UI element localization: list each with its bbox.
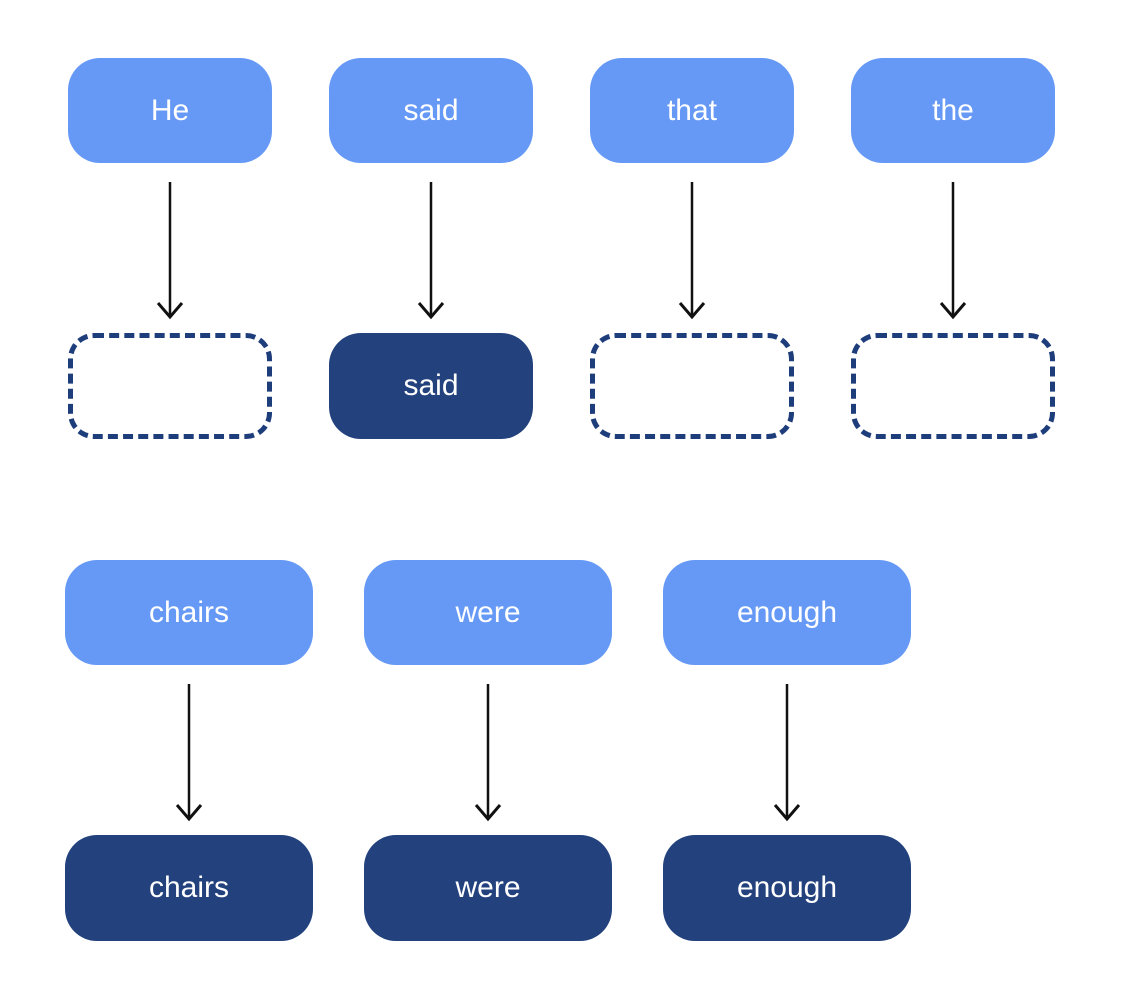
- answer-box[interactable]: enough: [663, 835, 911, 941]
- source-word-label: enough: [736, 595, 838, 629]
- word-column-said: said said: [329, 58, 533, 439]
- word-column-he: He: [68, 58, 272, 439]
- source-word-label: that: [666, 93, 718, 127]
- answer-box[interactable]: [68, 333, 272, 439]
- answer-label: were: [455, 871, 521, 904]
- source-word-box: said: [329, 58, 533, 163]
- arrow-down-icon: [678, 182, 706, 320]
- word-column-were: were were: [364, 560, 612, 941]
- answer-label: enough: [736, 871, 838, 904]
- word-column-chairs: chairs chairs: [65, 560, 313, 941]
- source-word-label: the: [932, 93, 974, 127]
- answer-box[interactable]: [590, 333, 794, 439]
- arrow-down-icon: [417, 182, 445, 320]
- source-word-box: that: [590, 58, 794, 163]
- arrow-down-icon: [175, 684, 203, 822]
- answer-label: chairs: [148, 871, 230, 904]
- source-word-box: the: [851, 58, 1055, 163]
- sentence-row-2: chairs chairs were were en: [0, 560, 1137, 941]
- source-word-box: He: [68, 58, 272, 163]
- sentence-row-1: He said said that: [0, 58, 1137, 439]
- source-word-box: were: [364, 560, 612, 665]
- answer-box[interactable]: said: [329, 333, 533, 439]
- word-column-enough: enough enough: [663, 560, 911, 941]
- arrow-down-icon: [474, 684, 502, 822]
- arrow-down-icon: [156, 182, 184, 320]
- word-column-that: that: [590, 58, 794, 439]
- source-word-label: chairs: [148, 595, 230, 629]
- source-word-label: He: [150, 93, 190, 127]
- word-column-the: the: [851, 58, 1055, 439]
- arrow-down-icon: [939, 182, 967, 320]
- source-word-box: chairs: [65, 560, 313, 665]
- source-word-label: were: [455, 595, 521, 629]
- arrow-down-icon: [773, 684, 801, 822]
- answer-box[interactable]: [851, 333, 1055, 439]
- answer-label: said: [403, 369, 459, 402]
- answer-box[interactable]: chairs: [65, 835, 313, 941]
- source-word-box: enough: [663, 560, 911, 665]
- source-word-label: said: [403, 93, 459, 127]
- answer-box[interactable]: were: [364, 835, 612, 941]
